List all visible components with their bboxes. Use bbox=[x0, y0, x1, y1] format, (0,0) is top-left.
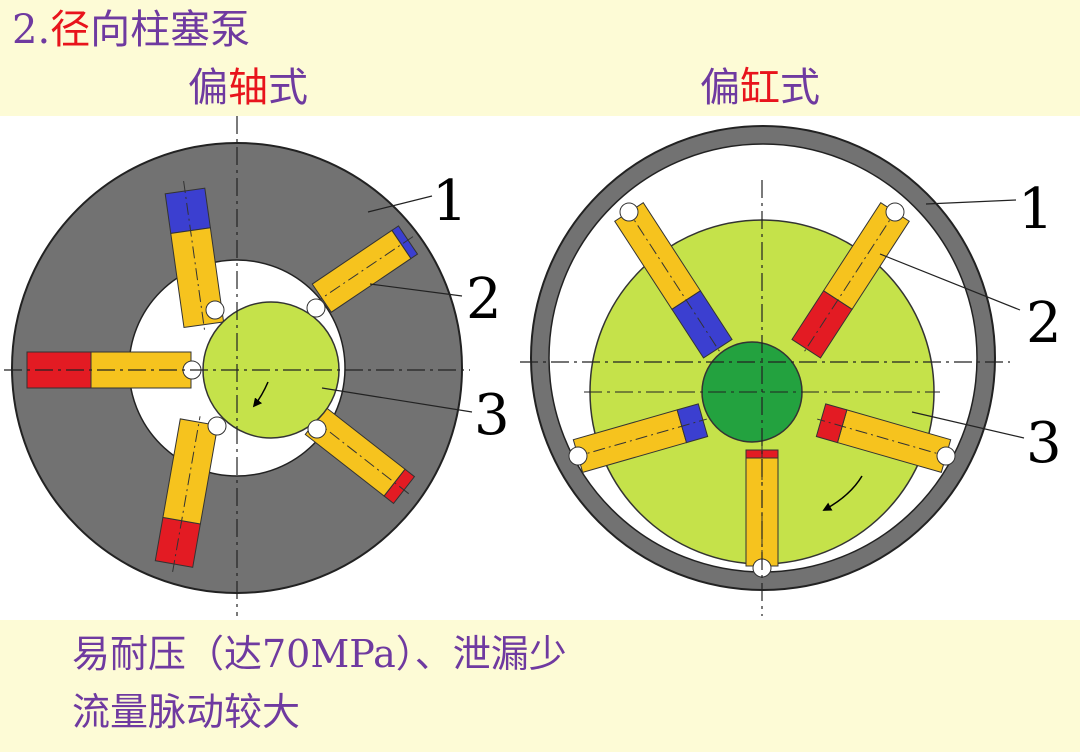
right-callout-1: 1 bbox=[1018, 177, 1054, 242]
left-label-part-c: 式 bbox=[268, 65, 308, 111]
title-highlight: 径 bbox=[50, 7, 91, 53]
right-leader-1 bbox=[925, 199, 1017, 205]
left-diagram-label: 偏轴式 bbox=[188, 62, 308, 114]
left-leader-3 bbox=[321, 387, 473, 413]
left-plunger-bottom bbox=[154, 416, 219, 572]
left-label-part-b: 轴 bbox=[228, 65, 268, 111]
right-diagram-label: 偏缸式 bbox=[700, 62, 820, 114]
diagram-area: 1 2 3 bbox=[0, 116, 1080, 620]
left-leader-1 bbox=[367, 195, 433, 213]
right-plunger-left bbox=[572, 403, 709, 473]
right-pump-diagram: 1 2 3 bbox=[520, 125, 1062, 616]
right-label-part-c: 式 bbox=[780, 65, 820, 111]
right-ball-3 bbox=[568, 446, 588, 466]
pump-diagrams: 1 2 3 bbox=[4, 116, 1062, 616]
left-ball-4 bbox=[207, 416, 227, 436]
page-title: 2.径向柱塞泵 bbox=[12, 4, 250, 56]
right-rotation-arrow bbox=[822, 475, 863, 511]
left-ball-2 bbox=[306, 298, 326, 318]
left-plunger-lower-right bbox=[304, 406, 416, 505]
left-leader-2 bbox=[369, 283, 463, 297]
left-rotation-arrow bbox=[252, 381, 269, 408]
title-rest: 向柱塞泵 bbox=[90, 7, 251, 53]
right-ball-2 bbox=[885, 202, 905, 222]
right-label-part-a: 偏 bbox=[700, 65, 740, 111]
right-leader-2 bbox=[879, 253, 1021, 311]
left-callout-3: 3 bbox=[474, 383, 510, 448]
right-plunger-upper-right bbox=[791, 202, 910, 359]
right-leader-3 bbox=[911, 411, 1025, 439]
left-ball-5 bbox=[307, 419, 327, 439]
left-pump-diagram: 1 2 3 bbox=[4, 116, 510, 616]
right-plunger-right bbox=[815, 403, 952, 473]
right-plunger-upper-left bbox=[614, 202, 733, 359]
feature-note-1: 易耐压（达70MPa）、泄漏少 bbox=[72, 632, 567, 676]
right-callout-3: 3 bbox=[1026, 411, 1062, 476]
left-plunger-upper-right bbox=[311, 225, 419, 313]
left-label-part-a: 偏 bbox=[188, 65, 228, 111]
title-prefix: 2. bbox=[12, 7, 51, 53]
right-label-part-b: 缸 bbox=[740, 65, 780, 111]
right-ball-4 bbox=[936, 446, 956, 466]
left-callout-1: 1 bbox=[432, 169, 468, 234]
right-callout-2: 2 bbox=[1026, 291, 1062, 356]
feature-note-2: 流量脉动较大 bbox=[72, 690, 301, 734]
left-ball-1 bbox=[205, 300, 225, 320]
right-ball-1 bbox=[619, 202, 639, 222]
left-callout-2: 2 bbox=[466, 267, 502, 332]
